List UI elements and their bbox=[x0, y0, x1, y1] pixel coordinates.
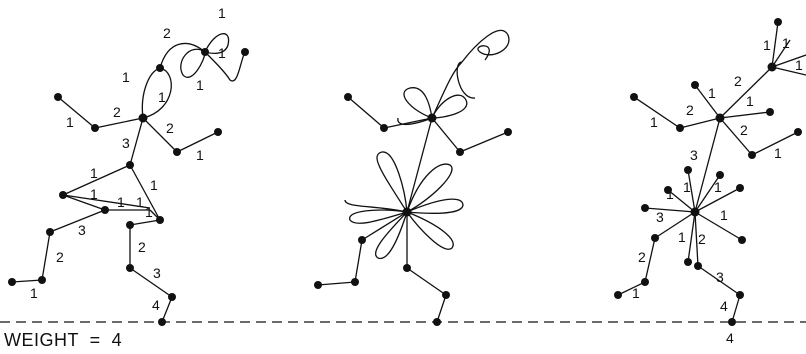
edge-label: 2 bbox=[734, 73, 742, 89]
edge-label: 1 bbox=[678, 229, 686, 245]
edge-label: 1 bbox=[782, 35, 790, 51]
edge-label: 1 bbox=[666, 186, 674, 202]
edge-label: 1 bbox=[196, 77, 204, 93]
tree-right-labels: 1 1 2 1 1 2 1 2 1 3 1 1 1 1 1 3 1 2 2 3 … bbox=[632, 35, 803, 346]
edge-label: 2 bbox=[166, 120, 174, 136]
edge-label: 2 bbox=[138, 239, 146, 255]
edge-label: 1 bbox=[90, 186, 98, 202]
edge-label: 1 bbox=[196, 147, 204, 163]
edge-label: 1 bbox=[150, 177, 158, 193]
edge-label: 4 bbox=[726, 330, 734, 346]
edge-label: 1 bbox=[136, 194, 144, 210]
edge-label: 1 bbox=[218, 45, 226, 61]
edge-label: 1 bbox=[720, 207, 728, 223]
edge-label: 2 bbox=[56, 249, 64, 265]
edge-label: 1 bbox=[632, 285, 640, 301]
edge-label: 4 bbox=[720, 298, 728, 314]
edge-label: 1 bbox=[708, 85, 716, 101]
edge-label: 1 bbox=[650, 114, 658, 130]
edge-label: 1 bbox=[774, 145, 782, 161]
tree-right bbox=[618, 22, 806, 322]
edge-label: 2 bbox=[740, 122, 748, 138]
tree-middle bbox=[318, 30, 509, 322]
edge-label: 3 bbox=[690, 147, 698, 163]
edge-label: 2 bbox=[686, 102, 694, 118]
edge-label: 3 bbox=[656, 209, 664, 225]
weight-caption: WEIGHT = 4 bbox=[4, 330, 122, 351]
edge-label: 1 bbox=[122, 69, 130, 85]
edge-label: 1 bbox=[145, 204, 153, 220]
tree-left-nodes bbox=[8, 48, 249, 326]
edge-label: 1 bbox=[746, 93, 754, 109]
edge-label: 1 bbox=[795, 57, 803, 73]
edge-label: 1 bbox=[117, 194, 125, 210]
edge-label: 2 bbox=[638, 249, 646, 265]
edge-label: 3 bbox=[716, 269, 724, 285]
edge-label: 1 bbox=[66, 114, 74, 130]
edge-label: 3 bbox=[122, 135, 130, 151]
edge-label: 1 bbox=[763, 37, 771, 53]
edge-label: 3 bbox=[78, 222, 86, 238]
edge-label: 1 bbox=[683, 179, 691, 195]
tree-right-nodes bbox=[614, 18, 802, 326]
edge-label: 1 bbox=[30, 285, 38, 301]
edge-label: 1 bbox=[714, 179, 722, 195]
edge-label: 4 bbox=[152, 297, 160, 313]
edge-label: 1 bbox=[218, 5, 226, 21]
edge-label: 2 bbox=[163, 25, 171, 41]
edge-label: 2 bbox=[698, 231, 706, 247]
edge-label: 3 bbox=[153, 265, 161, 281]
edge-label: 1 bbox=[158, 89, 166, 105]
edge-label: 2 bbox=[113, 104, 121, 120]
edge-label: 1 bbox=[90, 165, 98, 181]
